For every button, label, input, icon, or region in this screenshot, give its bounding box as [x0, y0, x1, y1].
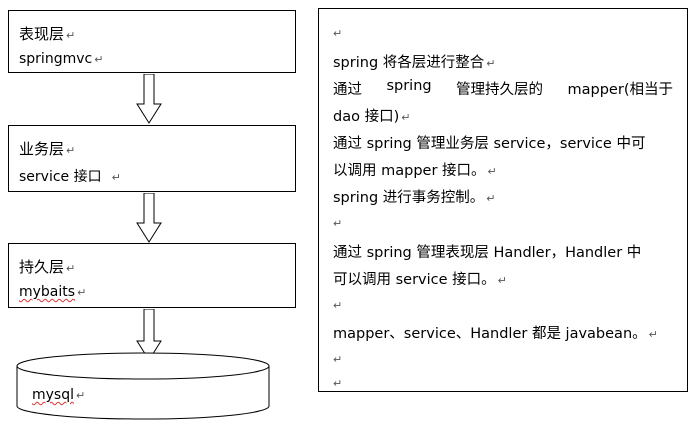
paragraph-mark: ↵: [333, 353, 343, 366]
layer-box-presentation: 表现层↵ springmvc↵: [8, 10, 296, 73]
database-cylinder: mysql↵: [16, 352, 270, 420]
paragraph-mark: ↵: [333, 27, 343, 40]
layer-title-persistence: 持久层↵: [19, 258, 76, 276]
note-line-1: spring 将各层进行整合↵: [333, 55, 496, 71]
layer-title-presentation: 表现层↵: [19, 25, 76, 43]
down-arrow-3: [136, 309, 162, 361]
note-line-7: 通过 spring 管理表现层 Handler，Handler 中: [333, 245, 642, 261]
layer-box-business: 业务层↵ service 接口↵: [8, 125, 296, 192]
note-line-6: spring 进行事务控制。↵: [333, 190, 496, 206]
layer-subtitle-business: service 接口↵: [19, 169, 121, 185]
down-arrow-1: [136, 74, 162, 124]
layer-box-persistence: 持久层↵ mybaits↵: [8, 243, 296, 308]
note-line-2: 通过 spring 管理持久层的 mapper(相当于: [333, 78, 673, 98]
database-label: mysql↵: [32, 387, 86, 403]
cylinder-shape: [16, 352, 270, 420]
note-line-3: dao 接口)↵: [333, 109, 411, 125]
note-line-8: 可以调用 service 接口。↵: [333, 272, 507, 288]
note-line-5: 以调用 mapper 接口。↵: [333, 163, 497, 179]
paragraph-mark: ↵: [333, 299, 343, 312]
note-line-4: 通过 spring 管理业务层 service，service 中可: [333, 136, 646, 152]
layer-title-business: 业务层↵: [19, 140, 76, 158]
paragraph-mark: ↵: [333, 217, 343, 230]
layer-subtitle-presentation: springmvc↵: [19, 51, 104, 67]
down-arrow-2: [136, 193, 162, 243]
layer-subtitle-persistence: mybaits↵: [19, 284, 87, 300]
notes-box: ↵ spring 将各层进行整合↵ 通过 spring 管理持久层的 mappe…: [318, 8, 688, 392]
paragraph-mark: ↵: [333, 377, 343, 390]
note-line-9: mapper、service、Handler 都是 javabean。↵: [333, 326, 658, 342]
